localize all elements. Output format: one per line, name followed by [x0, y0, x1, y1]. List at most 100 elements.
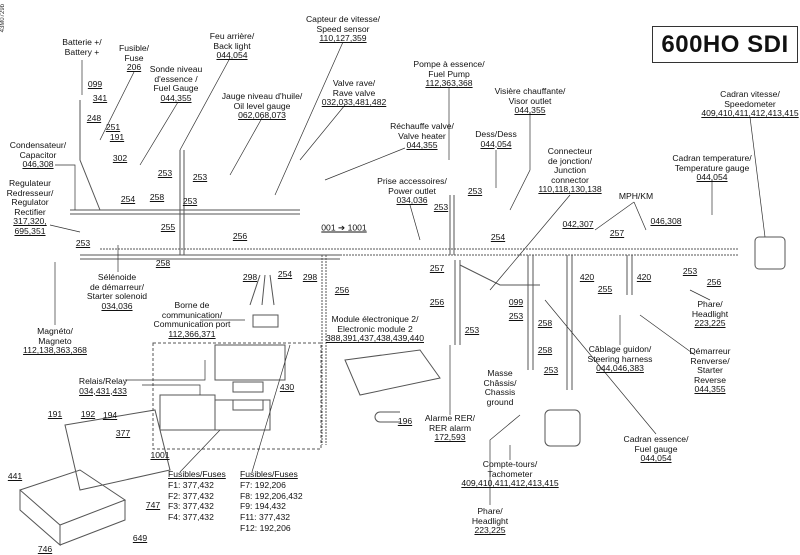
callout-number: 253 — [75, 238, 91, 248]
callout-number: 191 — [47, 409, 63, 419]
callout-number: 430 — [279, 382, 295, 392]
part-codes: 409,410,411,412,413,415 — [461, 478, 559, 489]
label-line: Câblage guidon/ — [588, 344, 652, 354]
label-line: Démarreur — [689, 346, 731, 356]
label-line: Fuel Gauge — [153, 83, 199, 94]
label-line: Cadran essence/ — [623, 434, 689, 444]
callout-number: 298 — [242, 272, 258, 282]
callout-number: 1001 — [150, 450, 170, 460]
part-codes: 044,355 — [406, 140, 438, 151]
part-codes: 695,351 — [14, 225, 46, 236]
label-line: Cadran temperature/ — [672, 153, 752, 163]
label-line: Module électronique 2/ — [331, 314, 419, 324]
callout-number: 251 — [105, 122, 121, 132]
speedometer-shape — [754, 236, 786, 270]
label-line: Alarme RER/ — [424, 413, 476, 423]
part-codes: 112,363,368 — [425, 78, 473, 89]
part-codes: 223,225 — [694, 318, 726, 329]
fuses-right: Fusibles/Fuses F7: 192,206 F8: 192,206,4… — [240, 469, 303, 534]
callout-number: 253 — [467, 186, 483, 196]
part-codes: 032,033,481,482 — [321, 97, 387, 108]
label-line: Rave valve — [332, 87, 376, 98]
part-codes: 034,431,433 — [79, 385, 127, 396]
label-line: Relais/Relay — [78, 376, 128, 386]
label-line: Phare/ — [477, 506, 503, 516]
label-line: de démarreur/ — [90, 281, 144, 292]
label-line: Battery + — [64, 46, 100, 57]
callout-number: 099 — [87, 79, 103, 89]
callout-number: 001 ➔ 1001 — [321, 222, 367, 233]
label-line: Rectifier — [14, 206, 46, 217]
callout-number: 253 — [182, 196, 198, 206]
label-line: Electronic module 2 — [337, 323, 413, 334]
part-codes: 388,391,437,438,439,440 — [326, 333, 424, 344]
upper-harness — [70, 209, 300, 215]
label-line: Communication port — [153, 319, 231, 330]
main-harness — [100, 248, 738, 256]
label-line: Sélénoide — [97, 272, 137, 282]
label-electronic-module-2: Module électronique 2/Electronic module … — [326, 314, 424, 344]
model-title: 600HO SDI — [652, 26, 798, 63]
label-line: Valve heater — [398, 130, 446, 141]
part-codes: 110,127,359 — [319, 33, 367, 44]
callout-number: 746 — [37, 544, 53, 554]
label-line: Visière chauffante/ — [494, 86, 566, 96]
part-codes: 223,225 — [474, 525, 506, 536]
callout-number: 255 — [597, 284, 613, 294]
callout-number: 420 — [579, 272, 595, 282]
label-line: Junction — [553, 165, 586, 176]
callout-number: 258 — [537, 318, 553, 328]
label-line: Connecteur — [547, 146, 593, 156]
label-line: Renverse/ — [690, 355, 730, 366]
part-codes: 044,355 — [514, 105, 546, 116]
callout-number: 253 — [433, 202, 449, 212]
fuse-item: F8: 192,206,432 — [240, 490, 303, 501]
part-codes: 044,355 — [160, 92, 192, 103]
callout-number: 747 — [145, 500, 161, 510]
part-codes: 034,036 — [101, 300, 133, 311]
label-line: MPH/KM — [618, 191, 654, 201]
label-line: Power outlet — [388, 185, 436, 196]
fuse-item: F1: 377,432 — [168, 479, 214, 490]
label-line: Masse — [487, 368, 513, 378]
fuses-left-header: Fusibles/Fuses — [168, 469, 226, 479]
label-line: Magnéto/ — [37, 326, 73, 336]
callout-number: 256 — [232, 231, 248, 241]
fuse-box-3d — [19, 409, 171, 547]
label-line: Back light — [213, 40, 251, 51]
part-codes: 172,593 — [434, 432, 466, 443]
label-line: Cadran vitesse/ — [720, 89, 780, 99]
fuse-box-outline — [152, 342, 322, 450]
part-codes: 044,054 — [696, 172, 728, 183]
fuse-item: F2: 377,432 — [168, 490, 214, 501]
callout-number: 196 — [397, 416, 413, 426]
label-line: Speed sensor — [316, 23, 370, 34]
part-codes: 206 — [126, 62, 142, 73]
callout-number: 377 — [115, 428, 131, 438]
callout-number: 258 — [149, 192, 165, 202]
callout-number: 302 — [112, 153, 128, 163]
part-codes: 044,054 — [640, 453, 672, 464]
callout-number: 256 — [706, 277, 722, 287]
fuses-left: Fusibles/Fuses F1: 377,432 F2: 377,432 F… — [168, 469, 226, 523]
label-line: Sonde niveau — [149, 64, 203, 74]
callout-number: 046,308 — [650, 216, 682, 226]
fuse-item: F12: 192,206 — [240, 522, 291, 533]
label-line: ground — [486, 396, 514, 407]
callout-number: 298 — [302, 272, 318, 282]
label-line: Visor outlet — [508, 95, 552, 106]
part-codes: 110,118,130,138 — [538, 184, 602, 195]
